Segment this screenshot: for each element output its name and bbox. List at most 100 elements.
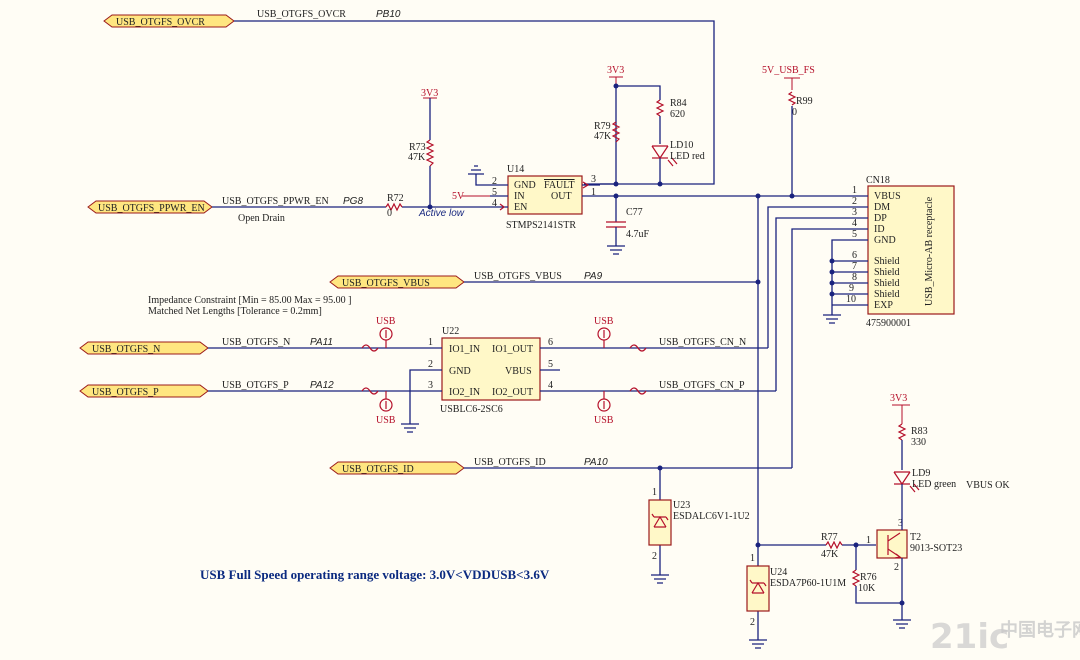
svg-text:10K: 10K [858, 583, 876, 594]
svg-text:ESDA7P60-1U1M: ESDA7P60-1U1M [770, 578, 846, 589]
testpoint-n-right: USB [594, 316, 614, 348]
port-ovcr: USB_OTGFS_OVCR [103, 14, 235, 28]
svg-text:USB_Micro-AB receptacle: USB_Micro-AB receptacle [924, 196, 935, 306]
svg-text:5: 5 [492, 187, 497, 198]
svg-text:Open Drain: Open Drain [238, 213, 285, 224]
svg-text:USB: USB [594, 415, 614, 426]
svg-text:Shield: Shield [874, 289, 900, 300]
svg-text:R73: R73 [409, 142, 426, 153]
svg-text:3V3: 3V3 [421, 88, 438, 99]
net-p: USB_OTGFS_P PA12 USB_OTGFS_CN_P [208, 380, 776, 392]
svg-text:5V_USB_FS: 5V_USB_FS [762, 65, 815, 76]
svg-text:21ic: 21ic [930, 617, 1009, 657]
svg-text:U24: U24 [770, 567, 787, 578]
svg-text:USB_OTGFS_P: USB_OTGFS_P [92, 387, 159, 398]
svg-text:10: 10 [846, 294, 856, 305]
connector-cn18: CN18 VBUS DM DP ID GND Shield Shield Shi… [823, 175, 955, 329]
watermark: 21ic 中国电子网 [930, 617, 1080, 657]
svg-text:DP: DP [874, 213, 887, 224]
svg-text:47K: 47K [408, 152, 426, 163]
svg-text:2: 2 [428, 359, 433, 370]
svg-text:LD9: LD9 [912, 468, 930, 479]
svg-text:GND: GND [874, 235, 896, 246]
constraint-notes: Impedance Constraint [Min = 85.00 Max = … [148, 295, 351, 317]
diff-pair-markers [361, 344, 647, 395]
svg-text:4.7uF: 4.7uF [626, 229, 650, 240]
net-ovcr: USB_OTGFS_OVCR PB10 [234, 9, 715, 185]
svg-text:R79: R79 [594, 121, 611, 132]
svg-text:47K: 47K [594, 131, 612, 142]
svg-text:PA12: PA12 [310, 380, 334, 391]
testpoint-p-right: USB [594, 391, 614, 426]
svg-text:USB_OTGFS_P: USB_OTGFS_P [222, 380, 289, 391]
port-ppwr-en: USB_OTGFS_PPWR_EN [87, 200, 213, 214]
svg-text:7: 7 [852, 261, 857, 272]
svg-text:Matched Net Lengths [Tolerance: Matched Net Lengths [Tolerance = 0.2mm] [148, 306, 322, 317]
svg-text:2: 2 [852, 196, 857, 207]
svg-text:1: 1 [750, 553, 755, 564]
svg-text:3: 3 [852, 207, 857, 218]
svg-text:4: 4 [548, 380, 553, 391]
svg-text:Active low: Active low [418, 208, 465, 219]
capacitor-c77: C77 4.7uF [606, 196, 650, 255]
ic-u14: U14 GND IN EN FAULT OUT 2 5 4 3 1 STMPS2… [452, 164, 600, 231]
svg-text:ESDALC6V1-1U2: ESDALC6V1-1U2 [673, 511, 750, 522]
svg-text:USB_OTGFS_VBUS: USB_OTGFS_VBUS [342, 278, 430, 289]
resistor-r99: 5V_USB_FS R99 0 [762, 65, 815, 196]
svg-text:USB: USB [376, 316, 396, 327]
svg-text:LED red: LED red [670, 151, 705, 162]
svg-text:STMPS2141STR: STMPS2141STR [506, 220, 576, 231]
resistor-r83: 3V3 R83 330 [890, 393, 928, 470]
port-vbus: USB_OTGFS_VBUS [329, 275, 465, 289]
svg-text:IO2_IN: IO2_IN [449, 387, 480, 398]
svg-text:R77: R77 [821, 532, 838, 543]
net-ppwr: USB_OTGFS_PPWR_EN PG8 Open Drain Active … [212, 196, 490, 224]
svg-text:USB: USB [594, 316, 614, 327]
svg-text:2: 2 [894, 562, 899, 573]
tvs-u24: 1 2 U24 ESDA7P60-1U1M [746, 542, 846, 649]
svg-text:Shield: Shield [874, 256, 900, 267]
svg-text:2: 2 [492, 176, 497, 187]
transistor-t2: T2 9013-SOT23 3 2 [876, 500, 962, 629]
svg-text:4: 4 [492, 198, 497, 209]
svg-text:U22: U22 [442, 326, 459, 337]
svg-text:USB_OTGFS_ID: USB_OTGFS_ID [342, 464, 414, 475]
svg-text:1: 1 [652, 487, 657, 498]
svg-text:USB_OTGFS_CN_P: USB_OTGFS_CN_P [659, 380, 745, 391]
resistor-r79: 3V3 R79 47K [594, 65, 661, 143]
resistor-r72: R72 0 [385, 193, 404, 219]
svg-text:620: 620 [670, 109, 685, 120]
svg-text:5V: 5V [452, 191, 465, 202]
net-id: USB_OTGFS_ID PA10 [464, 457, 792, 471]
testpoint-p-left: USB [376, 391, 396, 426]
svg-text:5: 5 [548, 359, 553, 370]
port-id: USB_OTGFS_ID [329, 461, 465, 475]
svg-text:USB_OTGFS_OVCR: USB_OTGFS_OVCR [257, 9, 346, 20]
svg-text:Impedance Constraint [Min = 85: Impedance Constraint [Min = 85.00 Max = … [148, 295, 351, 306]
svg-text:USB_OTGFS_VBUS: USB_OTGFS_VBUS [474, 271, 562, 282]
svg-text:USB_OTGFS_N: USB_OTGFS_N [92, 344, 160, 355]
resistor-r77: R77 47K 1 [758, 532, 876, 560]
svg-text:U14: U14 [507, 164, 524, 175]
port-p: USB_OTGFS_P [79, 384, 209, 398]
svg-text:GND: GND [449, 366, 471, 377]
svg-text:8: 8 [852, 272, 857, 283]
net-vbus: USB_OTGFS_VBUS PA9 [464, 271, 761, 285]
svg-text:中国电子网: 中国电子网 [1000, 619, 1080, 641]
svg-text:ID: ID [874, 224, 885, 235]
svg-text:LD10: LD10 [670, 140, 693, 151]
svg-text:1: 1 [852, 185, 857, 196]
svg-text:U23: U23 [673, 500, 690, 511]
resistor-r73: 3V3 R73 47K [408, 88, 438, 207]
svg-text:0: 0 [387, 208, 392, 219]
svg-text:FAULT: FAULT [544, 180, 575, 191]
ic-u22: U22 IO1_IN GND IO2_IN IO1_OUT VBUS IO2_O… [401, 326, 560, 433]
svg-text:3: 3 [898, 518, 903, 529]
svg-text:2: 2 [750, 617, 755, 628]
svg-text:EXP: EXP [874, 300, 893, 311]
svg-text:IN: IN [514, 191, 525, 202]
svg-text:USB_OTGFS_OVCR: USB_OTGFS_OVCR [116, 17, 205, 28]
svg-text:VBUS: VBUS [874, 191, 901, 202]
svg-text:IO2_OUT: IO2_OUT [492, 387, 533, 398]
